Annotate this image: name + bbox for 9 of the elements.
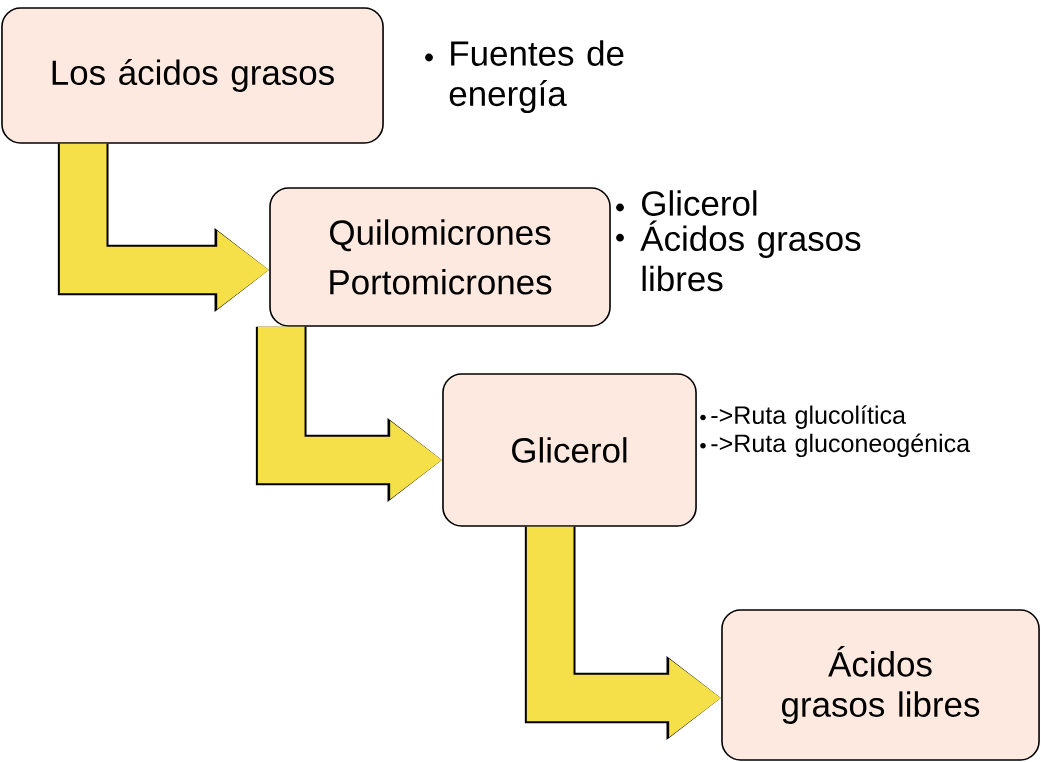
bullet-item: Fuentes de energía — [425, 40, 624, 114]
process-box: Los ácidos grasos — [1, 7, 384, 144]
bullet-item: Ácidos grasos libres — [616, 220, 861, 292]
process-box: Quilomicrones Portomicrones — [269, 187, 611, 327]
bullet-item: ->Ruta gluconeogénica — [700, 433, 971, 458]
process-box: Glicerol — [442, 373, 697, 527]
bullet-item: ->Ruta glucolítica — [700, 405, 906, 429]
process-box: Ácidos grasos libres — [721, 609, 1040, 761]
bullet-item: Glicerol — [616, 190, 757, 216]
